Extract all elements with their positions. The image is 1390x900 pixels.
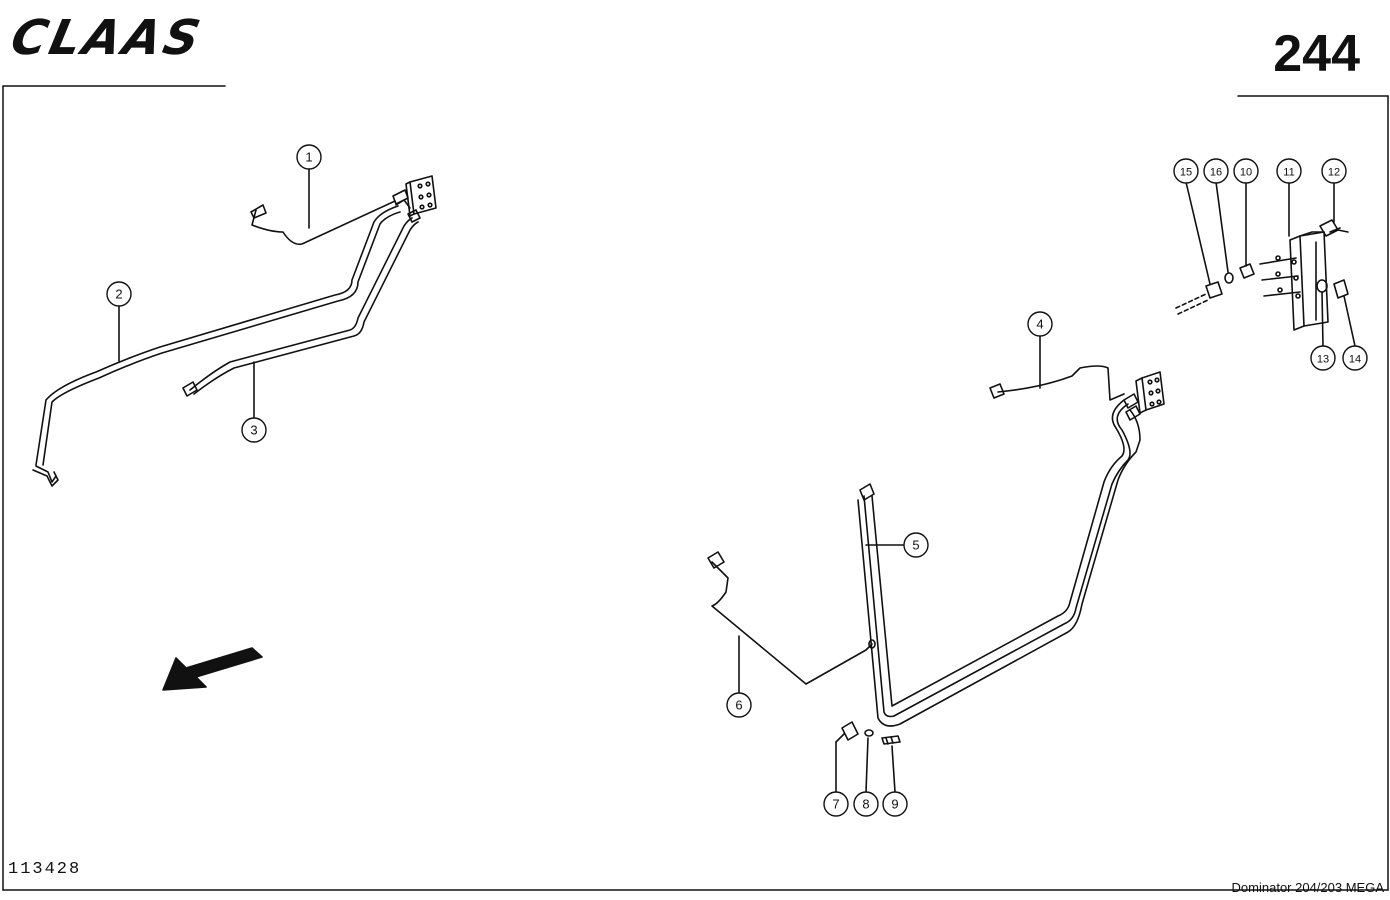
callout-label: 12 xyxy=(1328,167,1340,179)
callout-1: 1 xyxy=(296,144,322,170)
hose-6 xyxy=(707,551,876,685)
leader-16 xyxy=(1215,181,1229,273)
callout-6: 6 xyxy=(726,692,752,718)
callout-3: 3 xyxy=(241,417,267,443)
callout-label: 1 xyxy=(305,150,312,165)
hose-2 xyxy=(32,199,411,487)
callout-label: 5 xyxy=(912,538,919,553)
callout-12: 12 xyxy=(1321,158,1347,184)
callout-label: 8 xyxy=(862,797,869,812)
callout-label: 14 xyxy=(1349,354,1361,366)
callout-11: 11 xyxy=(1276,158,1302,184)
callout-label: 7 xyxy=(832,797,839,812)
model-label: Dominator 204/203 MEGA xyxy=(1231,880,1384,895)
callout-label: 16 xyxy=(1210,167,1222,179)
callout-label: 11 xyxy=(1283,167,1294,179)
right-hose-assembly xyxy=(707,335,1165,793)
drawing-id: 113428 xyxy=(8,860,82,879)
callout-label: 4 xyxy=(1036,317,1043,332)
callout-13: 13 xyxy=(1310,345,1336,371)
callout-2: 2 xyxy=(106,281,132,307)
small-parts-7-8-9 xyxy=(841,721,901,745)
callout-14: 14 xyxy=(1342,345,1368,371)
callout-label: 3 xyxy=(250,423,257,438)
callout-7: 7 xyxy=(823,791,849,817)
callout-16: 16 xyxy=(1203,158,1229,184)
left-connector-block xyxy=(405,175,437,217)
callout-5: 5 xyxy=(903,532,929,558)
leader-13 xyxy=(1321,291,1324,347)
leader-15 xyxy=(1185,181,1211,285)
callout-15: 15 xyxy=(1173,158,1199,184)
callout-4: 4 xyxy=(1027,311,1053,337)
travel-direction-arrow xyxy=(162,647,263,691)
callout-8: 8 xyxy=(853,791,879,817)
leader-14 xyxy=(1343,295,1356,347)
callout-label: 9 xyxy=(891,797,898,812)
valve-block-assembly xyxy=(1175,181,1356,347)
callout-label: 2 xyxy=(115,287,122,302)
callout-label: 13 xyxy=(1317,354,1329,366)
page-frame xyxy=(2,85,1389,891)
page-number: 244 xyxy=(1273,25,1360,83)
hose-3 xyxy=(182,209,421,397)
hose-4 xyxy=(989,365,1125,401)
left-hose-assembly xyxy=(32,168,437,487)
callout-label: 10 xyxy=(1240,167,1252,179)
callout-9: 9 xyxy=(882,791,908,817)
hose-1 xyxy=(250,189,409,246)
hose-5 xyxy=(857,393,1141,727)
callout-10: 10 xyxy=(1233,158,1259,184)
callout-label: 15 xyxy=(1180,167,1192,179)
right-connector-block xyxy=(1135,371,1165,414)
leader-8 xyxy=(865,737,869,793)
leader-9 xyxy=(891,745,896,793)
callout-label: 6 xyxy=(735,698,742,713)
